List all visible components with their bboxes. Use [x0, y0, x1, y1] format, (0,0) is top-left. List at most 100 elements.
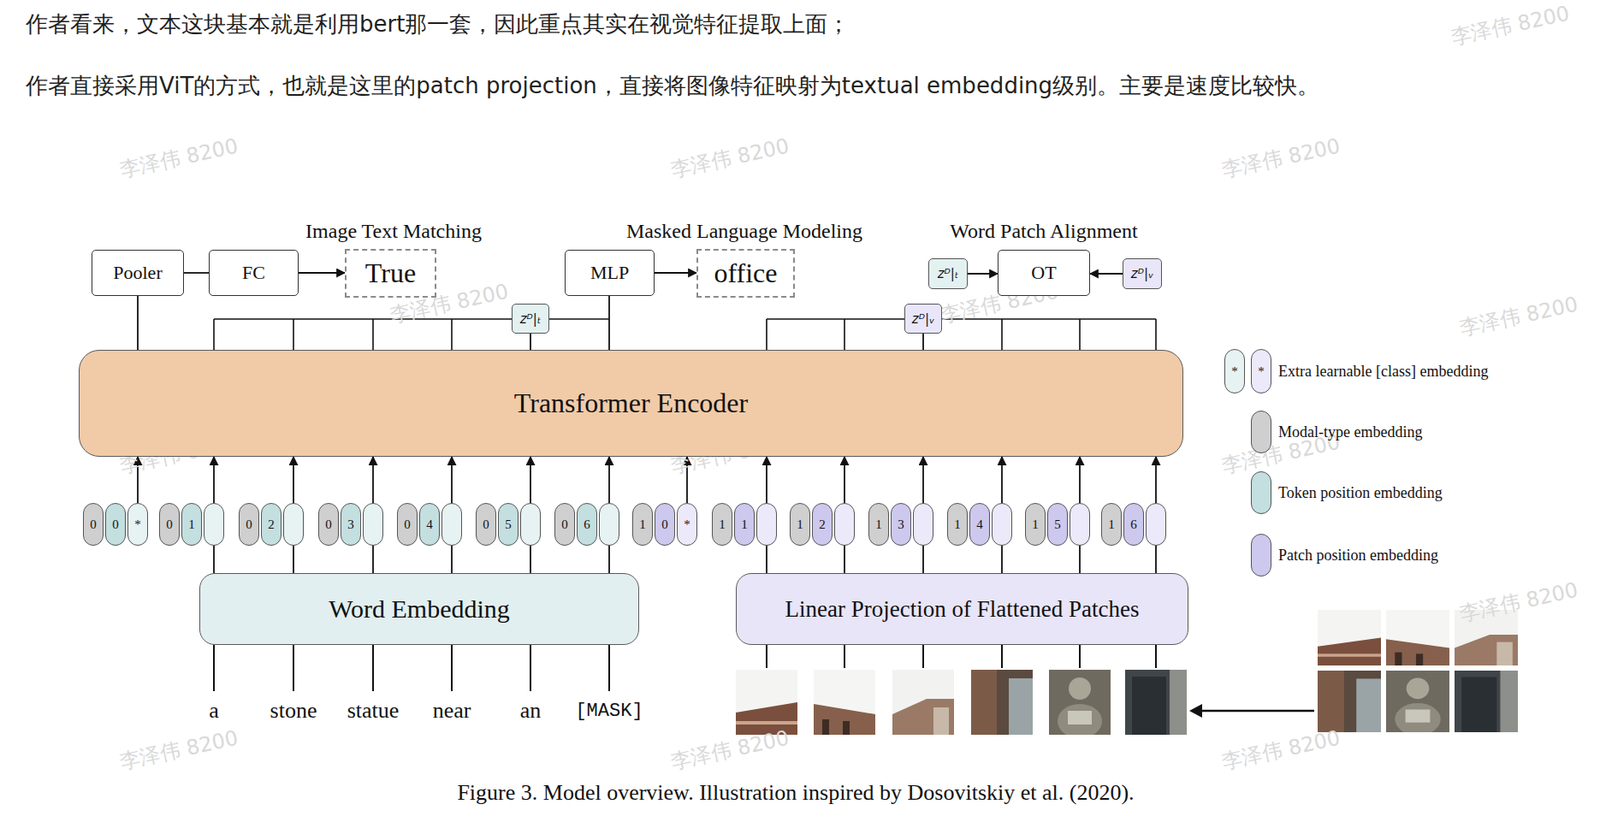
art-shape	[213, 319, 215, 350]
node-text: MLP	[590, 261, 629, 285]
node-text: 0	[325, 517, 332, 533]
embedding-pill: *	[676, 503, 698, 546]
node-text: 6	[583, 517, 591, 533]
task-heading: Word Patch Alignment	[949, 219, 1138, 243]
art-shape	[1078, 645, 1081, 669]
art-shape	[1078, 319, 1081, 350]
embedding-pill: 5	[1047, 503, 1068, 546]
node-text: *	[134, 517, 142, 533]
art-shape	[213, 645, 215, 692]
node-text: 0	[89, 517, 97, 533]
task-heading: Masked Language Modeling	[626, 219, 863, 243]
input-token: statue	[347, 698, 400, 724]
class-mark: *	[1231, 364, 1239, 380]
art-shape	[608, 645, 611, 692]
art-shape	[1125, 669, 1187, 735]
body-text: 作者直接采用ViT的方式，也就是这里的patch projection，直接将图…	[25, 61, 1566, 111]
art-shape	[529, 645, 532, 692]
art-shape	[843, 319, 846, 350]
node-text: 5	[504, 517, 512, 533]
legend-swatch	[1250, 471, 1272, 515]
embedding-pill: 1	[711, 503, 733, 546]
node-text: 0	[165, 517, 173, 533]
art-shape	[1001, 319, 1003, 350]
art-shape	[892, 669, 955, 735]
embedding-pill: 5	[497, 503, 519, 546]
split-arrow	[1199, 710, 1315, 713]
watermark: 李泽伟 8200	[1219, 132, 1343, 185]
node-text: zᴰ|ₜ	[937, 266, 960, 282]
feature-box: zᴰ|ₜ	[511, 303, 550, 334]
embedding-pill: 3	[340, 503, 362, 546]
token-embedding-pill	[362, 503, 384, 546]
watermark: 李泽伟 8200	[1219, 724, 1343, 777]
embedding-pill: 0	[554, 503, 575, 546]
art-shape	[292, 645, 295, 692]
art-shape	[549, 318, 610, 320]
connector	[654, 272, 697, 274]
node-text: 0	[112, 517, 119, 533]
token-embedding-pill	[520, 503, 541, 546]
connector	[183, 272, 209, 274]
head-box: OT	[997, 249, 1091, 297]
embedding-pill: 1	[947, 503, 968, 546]
input-token: stone	[270, 698, 318, 724]
split-arrowhead	[1189, 704, 1203, 718]
connector	[1090, 272, 1123, 275]
node-text: 2	[818, 517, 826, 533]
embedding-pill: 1	[181, 503, 202, 546]
token-embedding-pill	[598, 503, 620, 546]
art-shape	[813, 669, 876, 735]
legend-text: Modal-type embedding	[1278, 423, 1423, 442]
art-shape	[1317, 670, 1381, 733]
node-text: 4	[426, 517, 433, 533]
node-text: 5	[1054, 517, 1061, 533]
embedding-pill: *	[127, 503, 149, 546]
node-text: 1	[718, 517, 726, 533]
node-text: 0	[482, 517, 490, 533]
node-text: zᴰ|ᵥ	[1131, 266, 1154, 282]
node-text: 1	[639, 517, 646, 533]
embedding-box: Word Embedding	[199, 573, 640, 646]
embedding-pill: 6	[1123, 503, 1144, 546]
connector	[529, 333, 532, 350]
art-shape	[765, 319, 768, 350]
art-shape	[765, 645, 768, 669]
node-text: Linear Projection of Flattened Patches	[785, 596, 1140, 623]
image-grid	[1317, 610, 1518, 736]
input-token: [MASK]	[574, 700, 643, 723]
node-text: office	[713, 257, 777, 290]
connector	[608, 296, 611, 350]
art-shape	[1048, 669, 1111, 739]
embedding-pill: 0	[475, 503, 497, 546]
legend-swatch	[1250, 533, 1272, 577]
feature-box: zᴰ|ᵥ	[904, 303, 943, 334]
embedding-pill: 1	[1101, 503, 1122, 546]
art-shape	[292, 319, 295, 350]
patch-embedding-pill	[991, 503, 1013, 546]
art-shape	[843, 645, 846, 669]
art-shape	[1155, 645, 1157, 669]
body-text: 作者看来，文本这块基本就是利用bert那一套，因此重点其实在视觉特征提取上面；	[25, 0, 1566, 49]
class-mark: *	[1257, 364, 1265, 380]
node-text: 0	[245, 517, 253, 533]
node-text: *	[683, 517, 691, 533]
node-text: 0	[561, 517, 569, 533]
node-text: 1	[188, 517, 196, 533]
embedding-pill: 3	[890, 503, 912, 546]
embedding-pill: 0	[318, 503, 339, 546]
node-text: Pooler	[112, 261, 162, 285]
art-shape	[372, 645, 374, 692]
embedding-pill: 1	[868, 503, 889, 546]
input-token: a	[208, 698, 220, 724]
embedding-pill: 0	[238, 503, 260, 546]
bracket-lines	[213, 319, 1156, 350]
art-shape	[213, 318, 512, 320]
art-shape	[1317, 610, 1381, 666]
node-text: zᴰ|ₜ	[520, 311, 542, 327]
embedding-pill: 2	[811, 503, 833, 546]
embedding-pill: 1	[632, 503, 653, 546]
node-text: 1	[740, 517, 748, 533]
node-text: True	[365, 257, 416, 290]
